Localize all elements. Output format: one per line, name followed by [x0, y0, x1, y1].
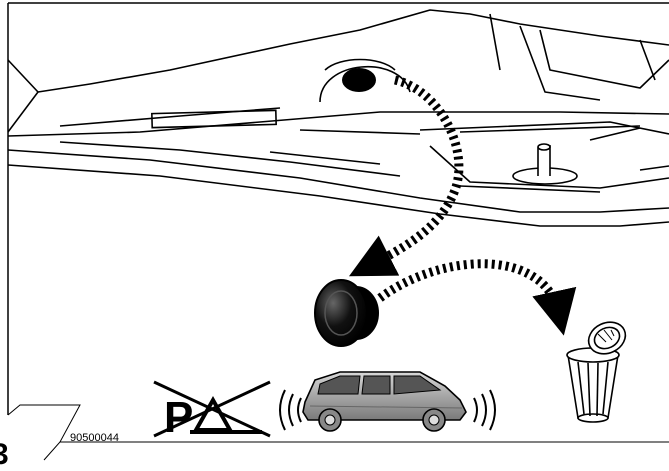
dotted-arrow-to-bin	[377, 259, 577, 336]
figure-frame	[7, 2, 669, 415]
car-floor-underside	[7, 9, 669, 227]
ultrasonic-sensor-plug	[314, 279, 379, 347]
floor-slot	[151, 109, 277, 129]
sensor-waves-right	[473, 389, 496, 431]
figure-reference-code: 90500044	[70, 432, 119, 444]
trash-bin-icon	[566, 321, 627, 423]
parking-sign-crossed-icon: P	[153, 380, 271, 442]
figure-tab	[7, 404, 669, 461]
figure-number: 3	[0, 438, 9, 471]
van-sensor-waves-icon	[279, 371, 496, 432]
svg-text:P: P	[164, 393, 193, 442]
tie-down-hook	[512, 143, 578, 185]
sensor-hole	[342, 68, 376, 92]
sensor-waves-left	[279, 389, 302, 431]
